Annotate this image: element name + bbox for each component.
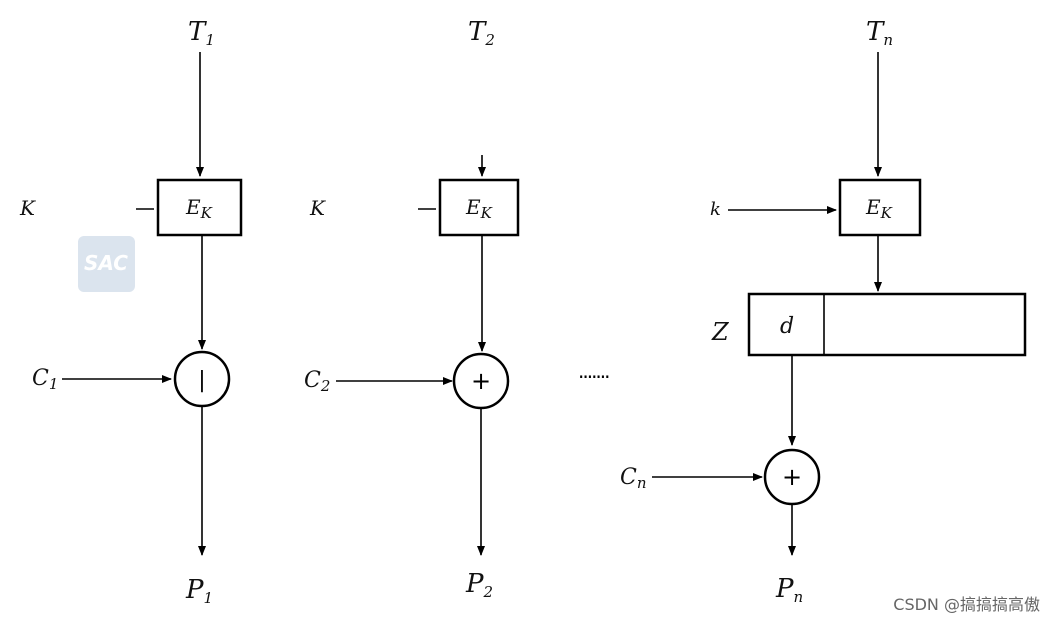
- xor-symbol-2: +: [471, 367, 491, 395]
- stage-n: Tn k EK Z d Cn + Pn: [620, 17, 1027, 606]
- input-label-2: T2: [468, 17, 495, 49]
- stage-ellipsis: ·······: [578, 365, 609, 389]
- encrypt-box-1: [156, 178, 243, 237]
- sac-logo: SAC: [78, 236, 135, 292]
- encrypt-label-n: EK: [865, 195, 893, 222]
- input-label-n: Tn: [866, 17, 893, 49]
- register-cell-label-n: d: [780, 314, 794, 339]
- xor-symbol-n: +: [782, 463, 802, 491]
- cipher-label-n: Cn: [620, 465, 647, 492]
- csdn-watermark: CSDN @搞搞搞高傲: [893, 595, 1040, 614]
- input-label-1: T1: [188, 17, 215, 49]
- output-label-n: Pn: [775, 574, 803, 606]
- encrypt-label-2: EK: [465, 195, 493, 222]
- key-label-1: K: [19, 196, 36, 220]
- register-label-n: Z: [711, 318, 730, 346]
- xor-symbol-1: |: [198, 368, 205, 393]
- sac-logo-text: SAC: [84, 251, 128, 275]
- stage-1: T1 K EK C1 | P1: [19, 17, 243, 607]
- stage-2: T2 K EK C2 + P2: [304, 17, 520, 601]
- encrypt-label-1: EK: [185, 195, 213, 222]
- encrypt-box-n: [838, 178, 922, 237]
- key-label-2: K: [309, 196, 326, 220]
- encrypt-box-2: [438, 178, 520, 237]
- cipher-label-1: C1: [32, 366, 58, 393]
- key-label-n: k: [710, 199, 721, 220]
- cipher-label-2: C2: [304, 368, 330, 395]
- register-box-n: [747, 292, 1027, 357]
- output-label-2: P2: [465, 569, 493, 601]
- output-label-1: P1: [185, 575, 213, 607]
